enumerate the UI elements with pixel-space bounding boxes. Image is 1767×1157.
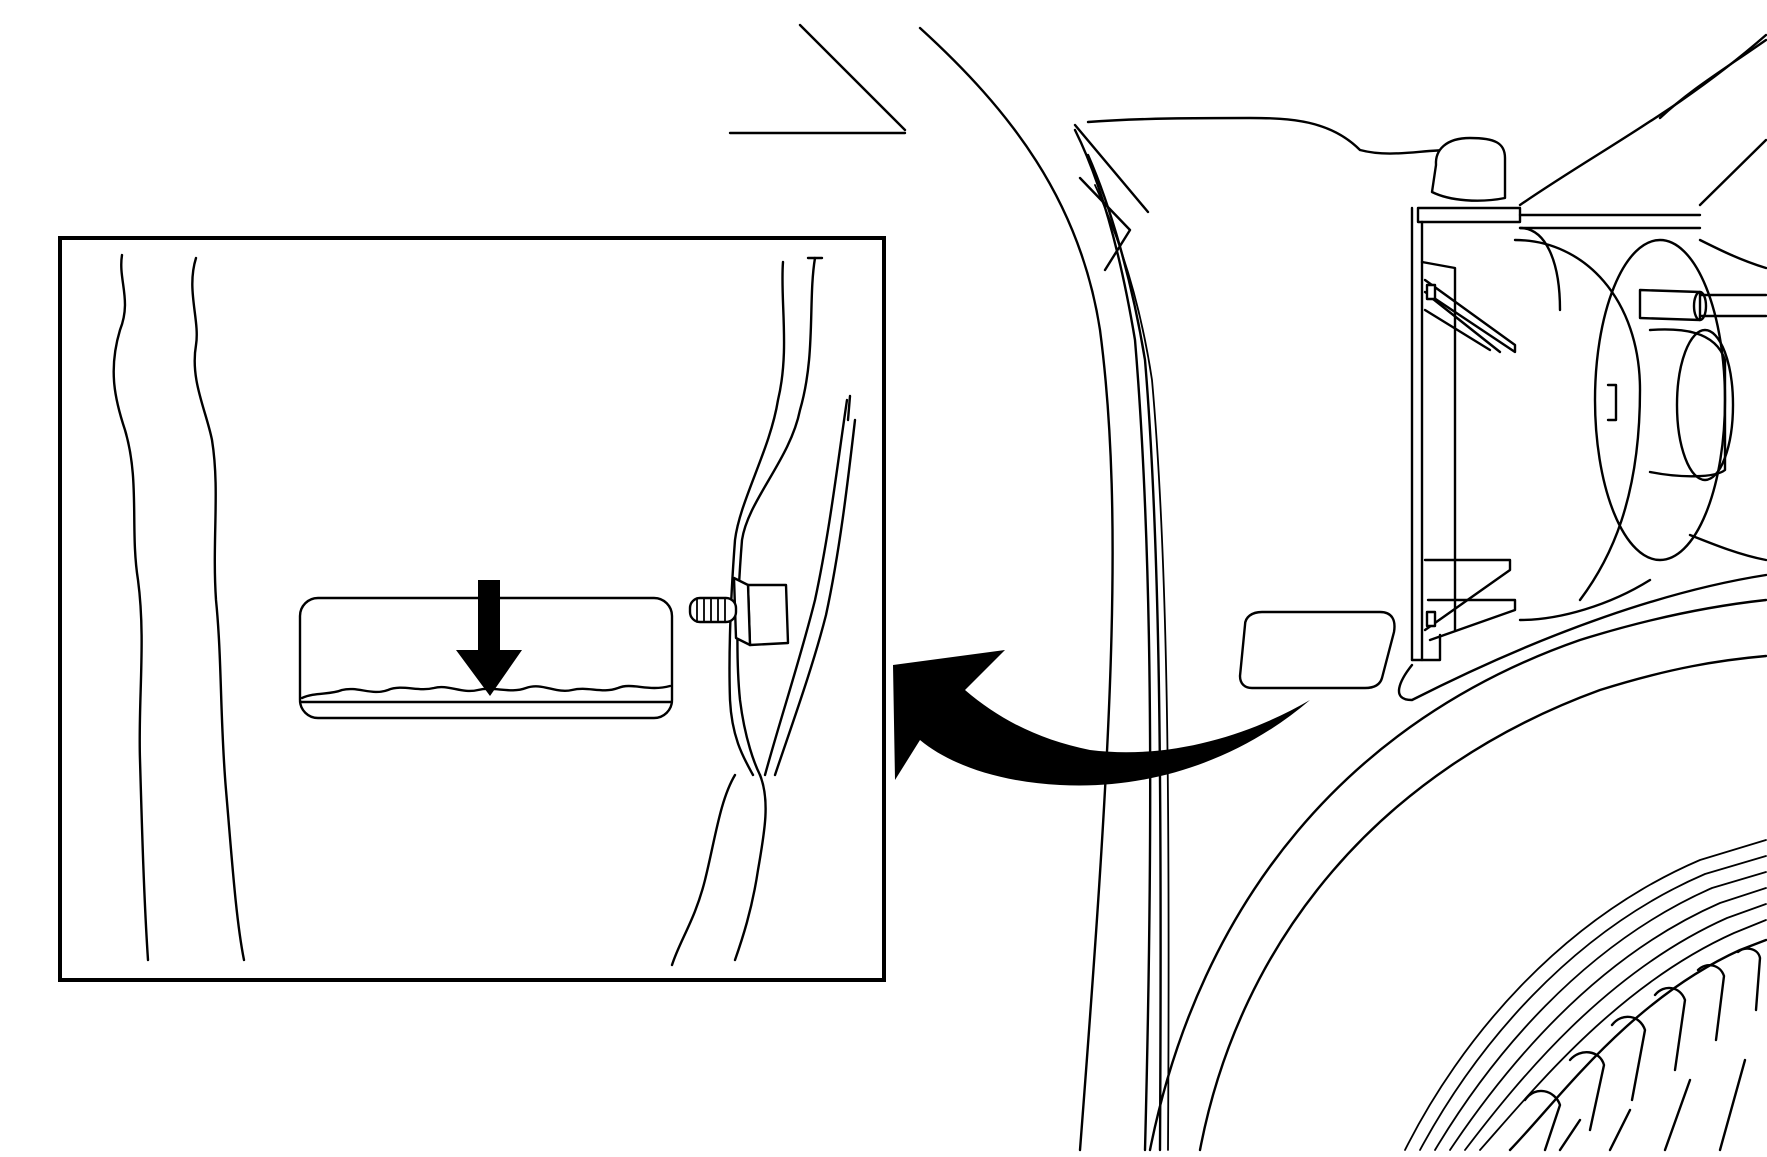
curved-callout-arrow bbox=[893, 650, 1310, 786]
panel-edge bbox=[670, 256, 857, 967]
hose-outline bbox=[112, 253, 246, 962]
reservoir bbox=[1513, 226, 1767, 622]
blank-label-plate bbox=[1238, 610, 1396, 690]
hood-edge-fragment bbox=[728, 23, 907, 135]
wheel-arch bbox=[1148, 573, 1767, 1152]
down-arrow-icon bbox=[456, 580, 522, 696]
mount-bracket bbox=[1410, 33, 1767, 662]
detail-inset bbox=[58, 236, 886, 982]
main-view bbox=[728, 23, 1767, 1152]
stud-bolt bbox=[688, 576, 790, 647]
tire-tread bbox=[1404, 839, 1767, 1152]
fender-panel bbox=[918, 26, 1452, 1152]
